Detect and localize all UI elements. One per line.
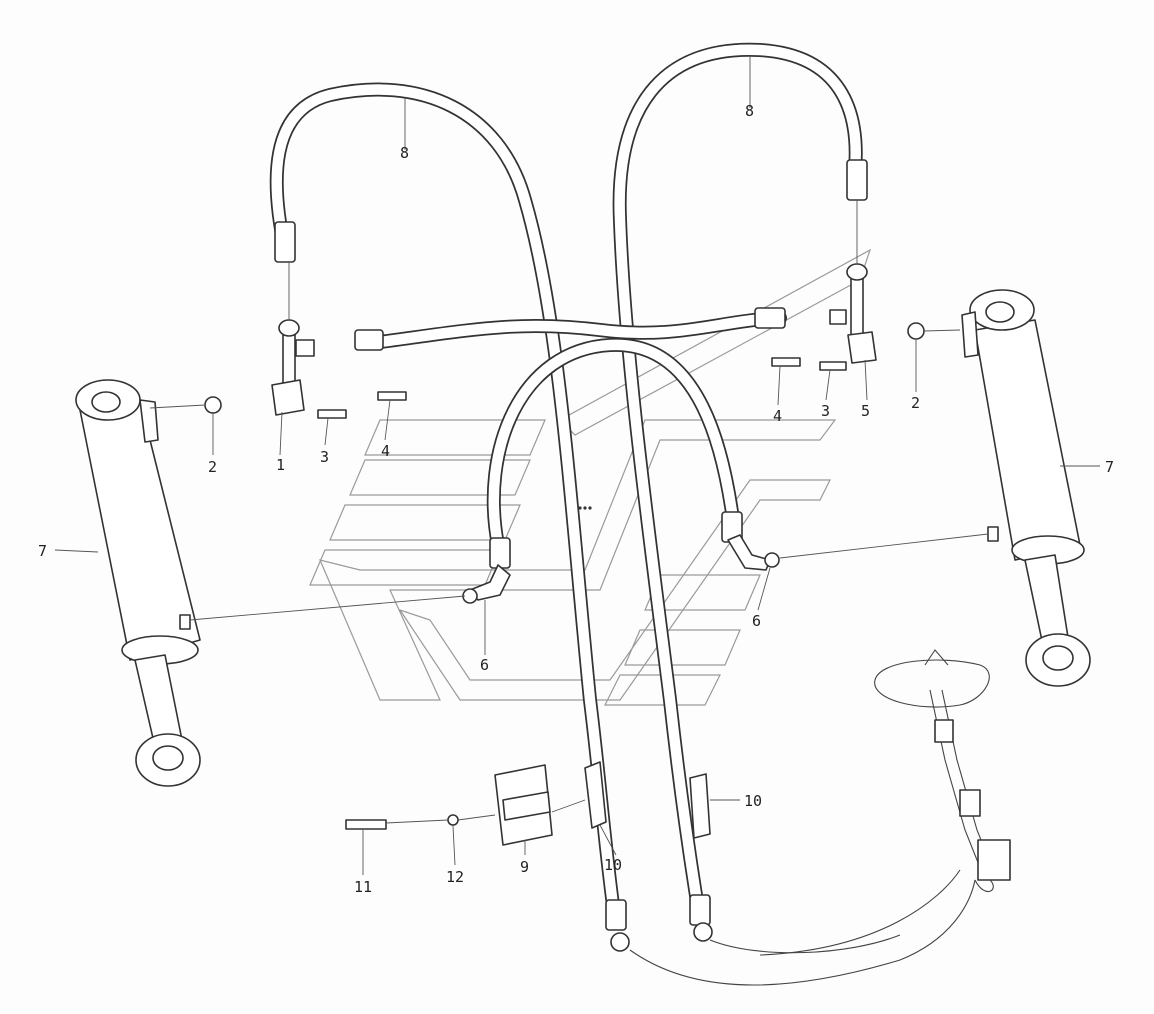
hose-clip-left — [584, 761, 607, 829]
callout-1: 1 — [276, 456, 285, 474]
elbow-fitting-left — [462, 564, 511, 604]
hose-fittings — [274, 159, 868, 952]
callout-10-right: 10 — [744, 792, 762, 810]
watermark-dots — [578, 506, 592, 510]
hose-left-long — [269, 82, 622, 927]
callout-7-right: 7 — [1105, 458, 1114, 476]
washer-left — [204, 396, 222, 414]
callout-3-left: 3 — [320, 448, 329, 466]
callout-5: 5 — [861, 402, 870, 420]
bolts — [317, 357, 847, 419]
callout-11: 11 — [354, 878, 372, 896]
callout-8-left: 8 — [400, 144, 409, 162]
o-ring — [447, 814, 459, 826]
callout-6-right: 6 — [752, 612, 761, 630]
callout-12: 12 — [446, 868, 464, 886]
hydraulic-cylinder-right — [961, 289, 1091, 687]
steering-column — [759, 649, 1011, 956]
leader-lines — [54, 55, 1100, 875]
callout-2-right: 2 — [911, 394, 920, 412]
callout-6-left: 6 — [480, 656, 489, 674]
return-line-left — [629, 879, 976, 986]
bolt-long — [345, 819, 387, 830]
hose-clip-right — [689, 773, 711, 839]
callout-2-left: 2 — [208, 458, 217, 476]
clamp-bracket — [494, 764, 553, 846]
hose-arch-middle — [486, 337, 742, 552]
hydraulic-cylinder-left — [75, 379, 201, 787]
callout-9: 9 — [520, 858, 529, 876]
callout-labels: 8 8 2 1 3 4 4 3 5 2 7 7 6 6 10 10 9 11 1… — [38, 102, 1114, 896]
hose-cross-upper — [373, 311, 787, 349]
callout-4-left: 4 — [381, 442, 390, 460]
return-line-right — [709, 934, 901, 954]
callout-3-right: 3 — [821, 402, 830, 420]
swivel-fitting-left — [271, 319, 315, 416]
callout-7-left: 7 — [38, 542, 47, 560]
washer-right — [907, 322, 925, 340]
callout-4-right: 4 — [773, 407, 782, 425]
hose-right-long — [612, 42, 863, 927]
callout-8-right: 8 — [745, 102, 754, 120]
callout-10-left: 10 — [604, 856, 622, 874]
swivel-fitting-right — [829, 263, 877, 364]
elbow-fitting-right — [727, 534, 780, 571]
